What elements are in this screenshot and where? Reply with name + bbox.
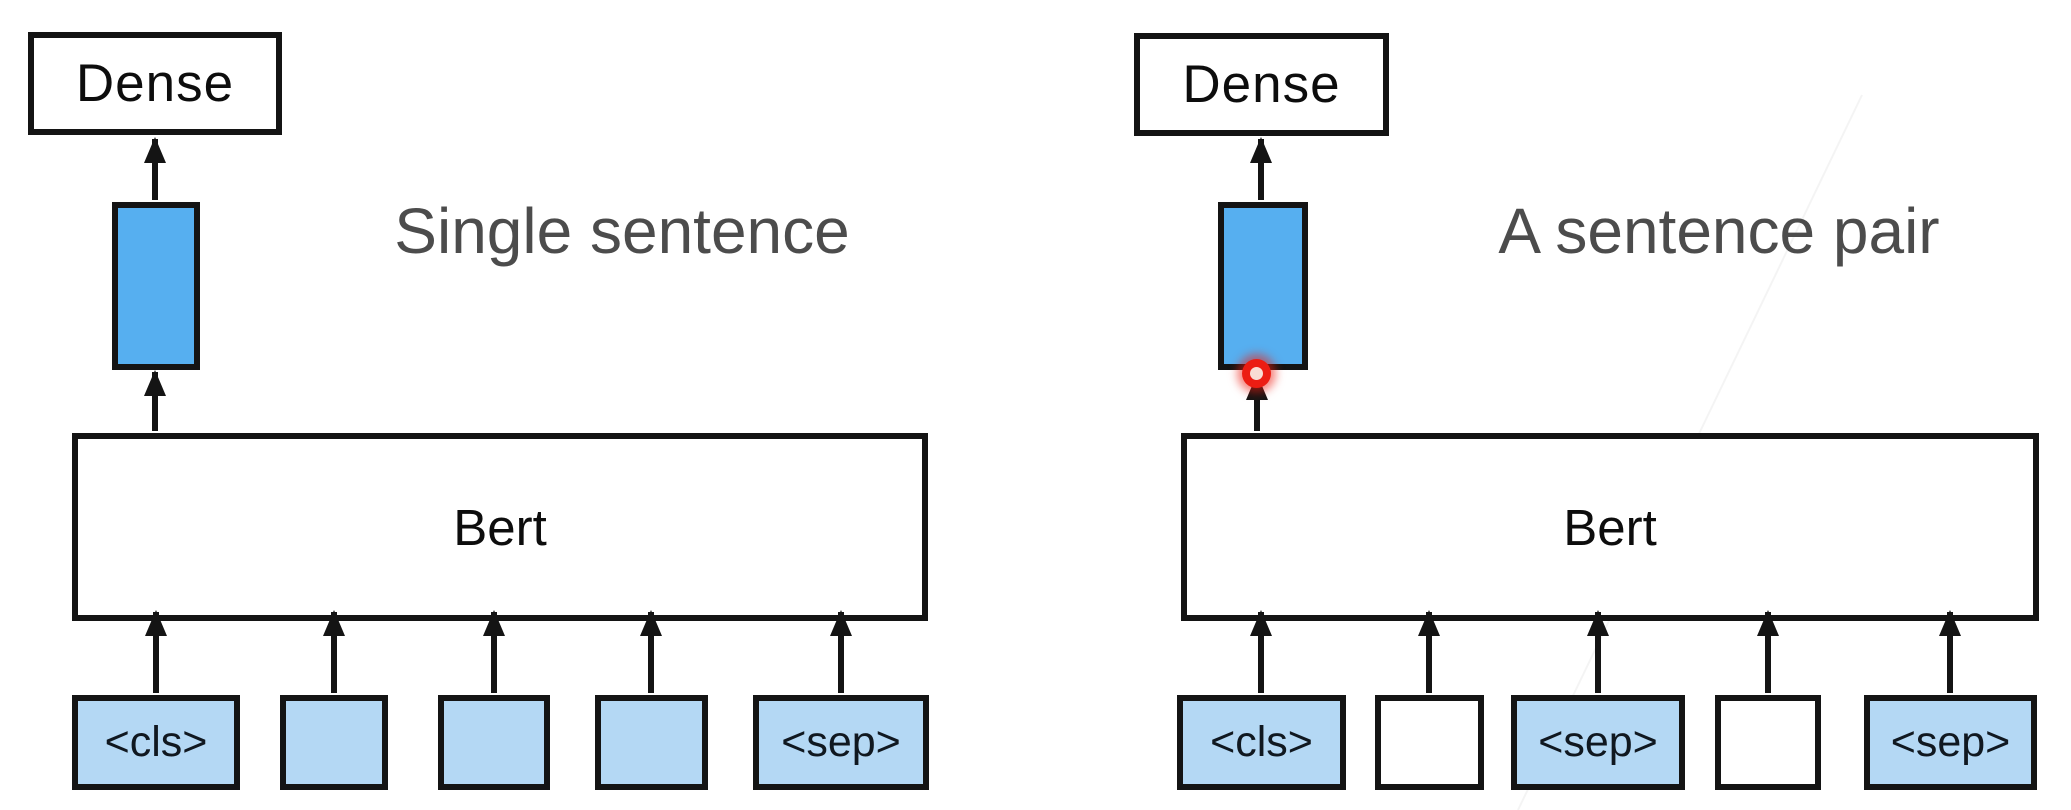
token-box-3-left (438, 695, 550, 790)
token-box-2-right (1375, 695, 1484, 790)
token-box-sep1-right: <sep> (1511, 695, 1685, 790)
token-label: <sep> (781, 718, 901, 766)
dense-box-left: Dense (28, 32, 282, 135)
dense-label-left: Dense (75, 54, 235, 113)
bert-label-right: Bert (1563, 498, 1657, 556)
dense-label-right: Dense (1182, 55, 1341, 114)
panel-title-single-sentence: Single sentence (394, 195, 850, 267)
token-box-cls-left: <cls> (72, 695, 240, 790)
cursor-click-indicator (1242, 359, 1271, 388)
token-label: <sep> (1890, 718, 2011, 766)
token-box-4-left (595, 695, 708, 790)
token-label: <cls> (104, 718, 208, 766)
token-label: <cls> (1210, 718, 1313, 766)
token-box-2-left (280, 695, 388, 790)
bert-label-left: Bert (453, 498, 547, 556)
panel-title-sentence-pair: A sentence pair (1498, 195, 1940, 267)
token-box-cls-right: <cls> (1177, 695, 1346, 790)
token-box-4-right (1715, 695, 1821, 790)
token-box-sep-left: <sep> (753, 695, 929, 790)
cls-vector-right (1218, 202, 1308, 370)
token-label: <sep> (1538, 718, 1658, 766)
bert-box-right: Bert (1181, 433, 2039, 621)
dense-box-right: Dense (1134, 33, 1389, 136)
bert-box-left: Bert (72, 433, 928, 621)
token-box-sep2-right: <sep> (1864, 695, 2037, 790)
cls-vector-left (112, 202, 200, 370)
